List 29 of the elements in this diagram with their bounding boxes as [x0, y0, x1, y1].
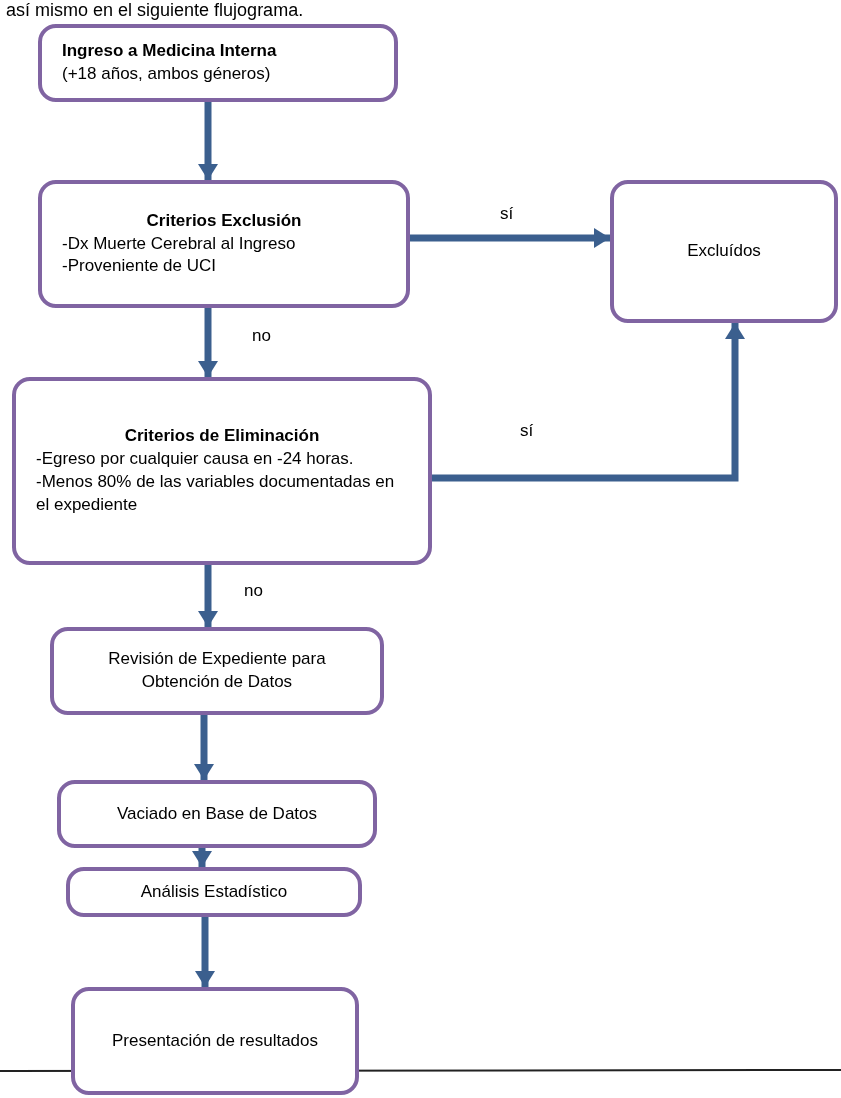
- box-text: Revisión de Expediente para Obtención de Datos: [107, 648, 327, 693]
- box-heading: Criterios Exclusión: [145, 209, 303, 232]
- arrow: [410, 228, 610, 248]
- box-text: (+18 años, ambos géneros): [62, 63, 272, 85]
- arrow: [194, 715, 214, 780]
- process-box: [12, 377, 432, 565]
- box-text: -Proveniente de UCI: [62, 255, 218, 278]
- box-heading: Criterios de Eliminación: [123, 425, 321, 448]
- box-text: -Menos 80% de las variables documentadas en el expediente: [36, 471, 396, 516]
- process-box: [50, 627, 384, 715]
- process-box: [38, 24, 398, 102]
- process-box: [66, 867, 362, 917]
- box-text: Excluídos: [686, 240, 762, 263]
- box-heading: Ingreso a Medicina Interna: [62, 40, 278, 63]
- process-box: [610, 180, 838, 323]
- arrow: [198, 102, 218, 180]
- arrow: [432, 323, 745, 482]
- process-box: [38, 180, 410, 308]
- arrow: [195, 917, 215, 987]
- arrow: [198, 308, 218, 377]
- process-box: [71, 987, 359, 1095]
- box-text: Vaciado en Base de Datos: [115, 802, 318, 825]
- box-text: Análisis Estadístico: [139, 880, 289, 903]
- arrow: [198, 565, 218, 627]
- box-text: -Dx Muerte Cerebral al Ingreso: [62, 232, 297, 255]
- box-text: -Egreso por cualquier causa en -24 horas.: [36, 448, 355, 471]
- box-text: Presentación de resultados: [111, 1029, 319, 1052]
- process-box: [57, 780, 377, 848]
- arrow: [192, 848, 212, 867]
